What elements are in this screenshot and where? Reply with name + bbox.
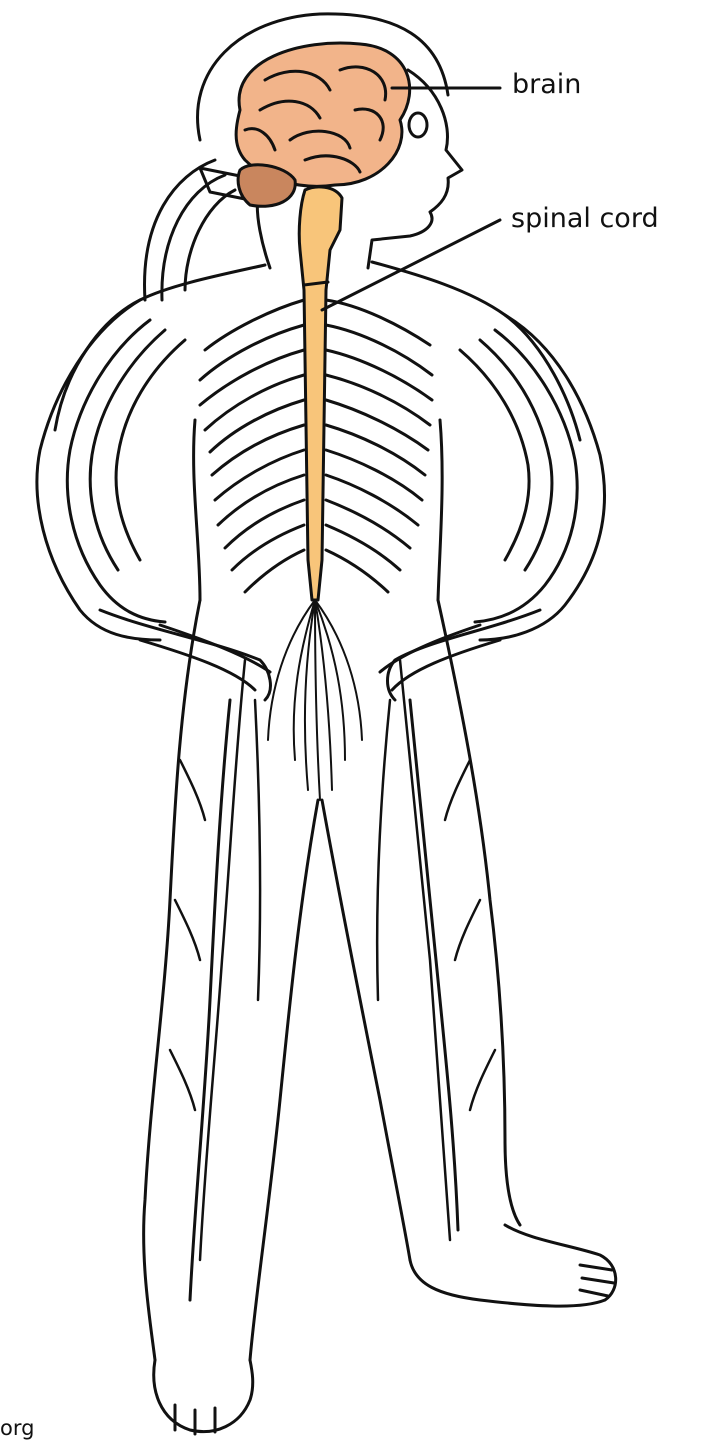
- left-arm: [37, 300, 270, 700]
- leg-nerves: [170, 660, 495, 1260]
- cauda-equina: [268, 600, 362, 800]
- spinal-cord: [299, 187, 342, 600]
- rib-nerves-left: [200, 300, 304, 592]
- cerebellum: [238, 165, 295, 206]
- brain-label: brain: [512, 71, 581, 98]
- spinal-cord-label: spinal cord: [511, 205, 659, 232]
- source-credit: org: [0, 1418, 34, 1439]
- feet: [154, 1225, 616, 1434]
- rib-nerves-right: [326, 300, 432, 592]
- right-arm: [380, 315, 605, 700]
- eye-icon: [409, 113, 427, 137]
